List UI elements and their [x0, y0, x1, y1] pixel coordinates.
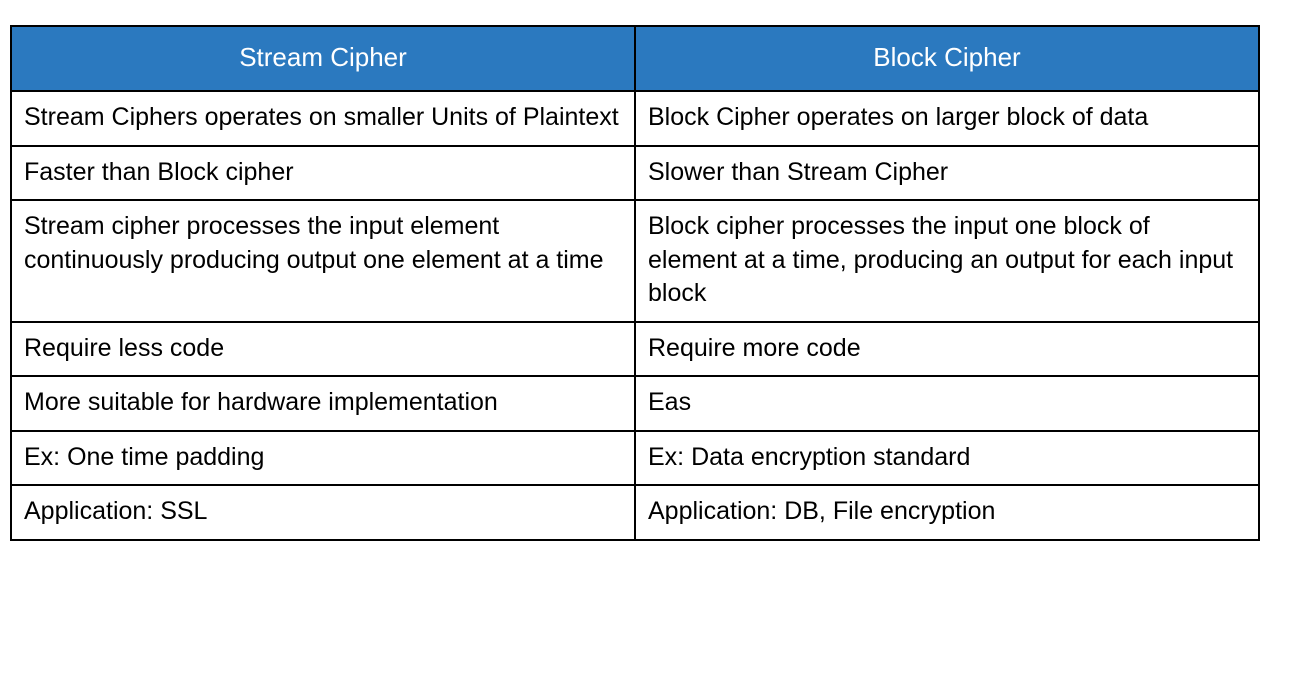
table-cell-block: Ex: Data encryption standard: [634, 429, 1260, 486]
cell-text: Block Cipher operates on larger block of…: [648, 103, 1149, 131]
cell-text: Slower than Stream Cipher: [648, 157, 949, 186]
cell-text: Stream cipher processes the input elemen…: [24, 212, 604, 274]
cell-text: Require more code: [648, 333, 861, 362]
cell-text: More suitable for hardware implementatio…: [24, 388, 498, 416]
table-cell-block: Block Cipher operates on larger block of…: [634, 90, 1260, 147]
table-cell-block: Eas: [634, 375, 1260, 432]
table-cell-block: Application: DB, File encryption: [634, 484, 1260, 541]
cell-text: Require less code: [24, 333, 225, 362]
table-row: Stream cipher processes the input elemen…: [10, 199, 1260, 323]
cipher-comparison-table: Stream Cipher Block Cipher Stream Cipher…: [10, 25, 1260, 541]
table-cell-stream: Stream cipher processes the input elemen…: [10, 199, 636, 323]
cell-text: Ex: One time padding: [24, 442, 265, 471]
table-row: Require less code Require more code: [10, 320, 1260, 377]
cell-text: Stream Ciphers operates on smaller Units…: [24, 103, 619, 131]
table-row: Ex: One time padding Ex: Data encryption…: [10, 429, 1260, 486]
table-cell-block: Block cipher processes the input one blo…: [634, 199, 1260, 323]
cell-text: Block cipher processes the input one blo…: [648, 212, 1234, 307]
table-cell-stream: More suitable for hardware implementatio…: [10, 375, 636, 432]
cell-text: Eas: [648, 388, 692, 416]
table-header: Stream Cipher Block Cipher: [10, 25, 1260, 92]
cell-text: Application: SSL: [24, 497, 208, 525]
table-row: More suitable for hardware implementatio…: [10, 375, 1260, 432]
table-cell-stream: Faster than Block cipher: [10, 144, 636, 201]
table-cell-stream: Ex: One time padding: [10, 429, 636, 486]
table-cell-stream: Stream Ciphers operates on smaller Units…: [10, 90, 636, 147]
table-header-row: Stream Cipher Block Cipher: [10, 25, 1260, 92]
table-row: Stream Ciphers operates on smaller Units…: [10, 90, 1260, 147]
column-header-block-cipher: Block Cipher: [634, 25, 1260, 92]
cell-text: Faster than Block cipher: [24, 157, 294, 186]
table-row: Faster than Block cipher Slower than Str…: [10, 144, 1260, 201]
cell-text: Ex: Data encryption standard: [648, 442, 971, 471]
cell-text: Application: DB, File encryption: [648, 497, 996, 525]
table-body: Stream Ciphers operates on smaller Units…: [10, 90, 1260, 541]
table-cell-stream: Require less code: [10, 320, 636, 377]
table-cell-block: Require more code: [634, 320, 1260, 377]
table-row: Application: SSL Application: DB, File e…: [10, 484, 1260, 541]
table-cell-stream: Application: SSL: [10, 484, 636, 541]
column-header-stream-cipher: Stream Cipher: [10, 25, 636, 92]
table-cell-block: Slower than Stream Cipher: [634, 144, 1260, 201]
